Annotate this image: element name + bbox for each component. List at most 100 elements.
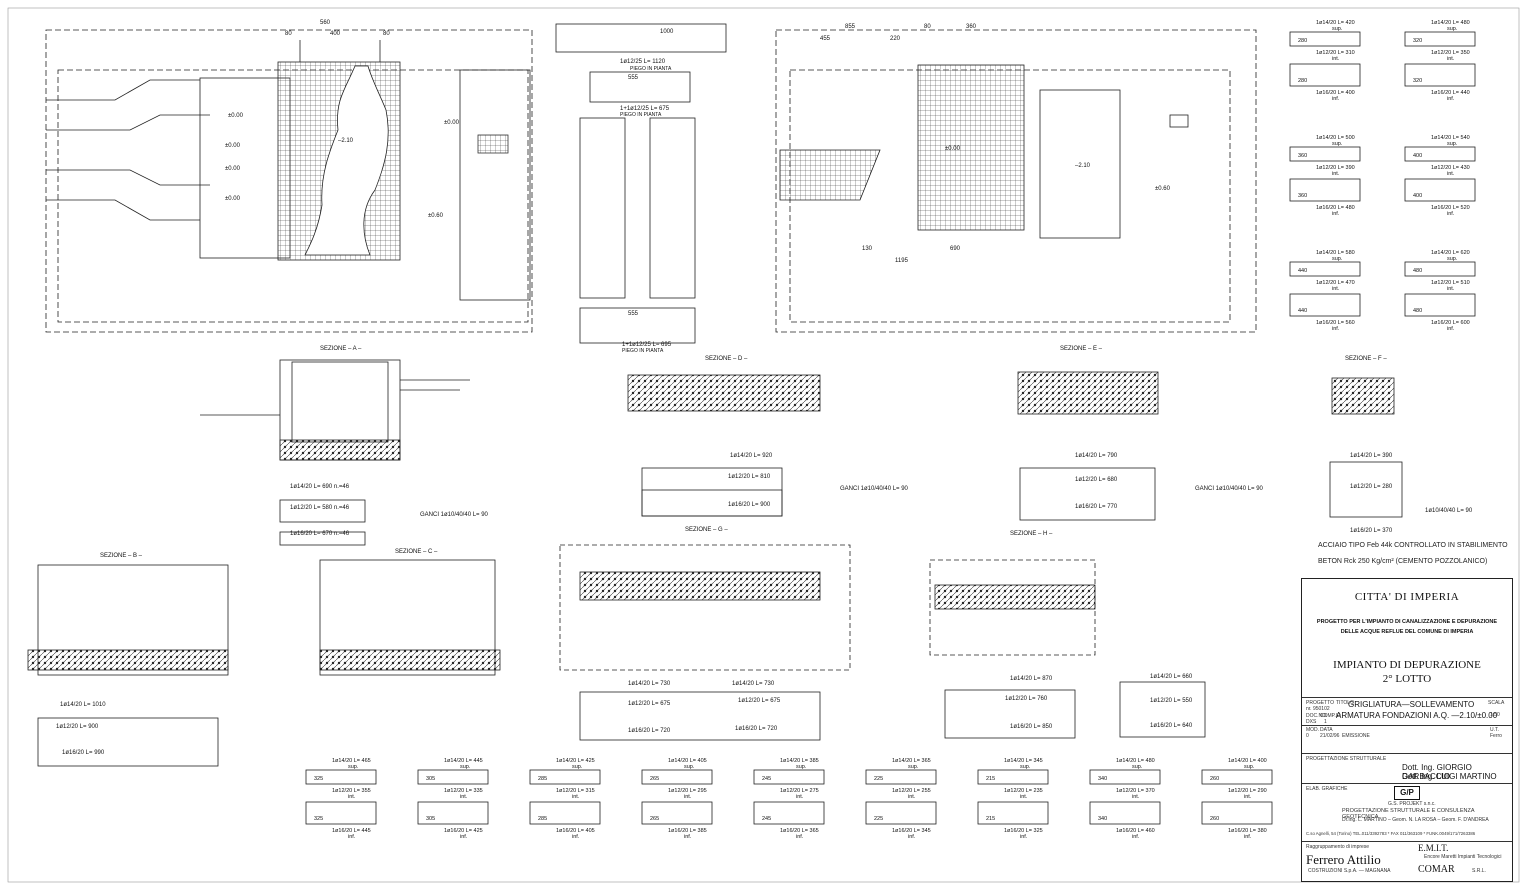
right-bar-shape-int-1 [1404, 63, 1476, 87]
top-130: 130 [862, 246, 873, 252]
sec-b-bar-1: 1ø14/20 L= 1010 [60, 702, 106, 708]
dim-560: 560 [320, 20, 331, 26]
title-block: CITTA' DI IMPERIA PROGETTO PER L'IMPIANT… [1301, 578, 1513, 882]
bottom-bar-w-sup-7: 340 [1098, 776, 1107, 782]
bottom-bar-shape-int-5 [865, 801, 937, 825]
bottom-bar-inf-0: 1ø16/20 L= 445 [332, 828, 371, 834]
lot-title: 2° LOTTO [1382, 673, 1432, 685]
bottom-bar-w-inf-3: 265 [650, 816, 659, 822]
firm-2: E.M.I.T. [1418, 843, 1449, 853]
right-bar-sup-tag-4: sup. [1332, 256, 1343, 262]
ut-value: Ferro [1490, 733, 1502, 739]
top-855: 855 [845, 24, 856, 30]
engineer-2: Dott. Ing. LUIGI MARTINO [1402, 772, 1497, 781]
sec-e-bar-2: 1ø12/20 L= 680 [1075, 477, 1118, 483]
bottom-bar-sup-tag-4: sup. [796, 764, 807, 770]
sec-d-bar-2: 1ø12/20 L= 810 [728, 474, 771, 480]
bottom-bar-shape-int-6 [977, 801, 1049, 825]
right-bar-sup-tag-3: sup. [1447, 141, 1458, 147]
mod-value: 0 [1306, 733, 1309, 739]
bottom-bar-shape-sup-1 [417, 769, 489, 785]
bottom-bar-w-sup-3: 265 [650, 776, 659, 782]
sec-e-bar-3: 1ø16/20 L= 770 [1075, 504, 1118, 510]
bottom-bar-shape-int-7 [1089, 801, 1161, 825]
right-bar-w-sup-3: 400 [1413, 153, 1422, 159]
bottom-bar-w-inf-4: 245 [762, 816, 771, 822]
section-e: SEZIONE – E – 1ø14/20 L= 790 1ø12/20 L= … [1017, 346, 1264, 521]
right-bar-sup-tag-5: sup. [1447, 256, 1458, 262]
right-bar-int-tag-1: int. [1447, 56, 1455, 62]
bottom-bar-shape-sup-2 [529, 769, 601, 785]
section-a: SEZIONE – A – SEZIONE – A – 1ø14/20 L= 6… [200, 346, 489, 546]
bottom-bar-shape-sup-8 [1201, 769, 1273, 785]
right-bar-inf-2: 1ø16/20 L= 480 [1316, 205, 1355, 211]
emissione-label: EMISSIONE [1342, 733, 1370, 739]
top-690: 690 [950, 246, 961, 252]
bottom-bar-sup-tag-1: sup. [460, 764, 471, 770]
right-bar-int-3: 1ø12/20 L= 430 [1431, 165, 1470, 171]
right-bar-int-4: 1ø12/20 L= 470 [1316, 280, 1355, 286]
firm-1-sub: COSTRUZIONI S.p.A. — MAGNANA [1308, 868, 1391, 874]
bottom-bar-shape-sup-4 [753, 769, 825, 785]
right-bar-w-sup-0: 280 [1298, 38, 1307, 44]
top-80: 80 [924, 24, 931, 30]
right-bar-sup-2: 1ø14/20 L= 500 [1316, 135, 1355, 141]
right-bar-sup-tag-2: sup. [1332, 141, 1343, 147]
sec-b-bar-3: 1ø16/20 L= 990 [62, 750, 105, 756]
bottom-bar-inf-tag-7: inf. [1132, 834, 1140, 840]
bottom-bar-sup-tag-3: sup. [684, 764, 695, 770]
bottom-bar-inf-tag-3: inf. [684, 834, 692, 840]
company-name: G.S. PROJEKT s.n.c. [1388, 801, 1436, 807]
bottom-bar-inf-4: 1ø16/20 L= 365 [780, 828, 819, 834]
bar-a1: 1ø12/25 L= 1120 [620, 59, 666, 65]
sec-h-bar-2: 1ø12/20 L= 760 [1005, 696, 1048, 702]
right-bar-w-inf-1: 320 [1413, 78, 1422, 84]
right-bar-int-1: 1ø12/20 L= 350 [1431, 50, 1470, 56]
right-bar-shape-sup-5 [1404, 261, 1476, 277]
bottom-bar-w-sup-6: 215 [986, 776, 995, 782]
sec-f-bar-3: 1ø16/20 L= 370 [1350, 528, 1393, 534]
section-g: SEZIONE – G – 1ø14/20 L= 730 1ø12/20 L= … [559, 527, 851, 741]
bottom-bar-inf-8: 1ø16/20 L= 380 [1228, 828, 1267, 834]
elev-plan-060: ±0.60 [428, 213, 444, 219]
right-bar-inf-tag-1: inf. [1447, 96, 1455, 102]
right-bar-inf-tag-2: inf. [1332, 211, 1340, 217]
bottom-bar-inf-3: 1ø16/20 L= 385 [668, 828, 707, 834]
compid-value: 1 [1324, 719, 1327, 725]
elev-plan-4: ±0.00 [225, 196, 241, 202]
dim-80a: 80 [285, 31, 292, 37]
center-elev-000: ±0.00 [945, 146, 961, 152]
sec-a-ganci: GANCI 1ø10/40/40 L= 90 [420, 512, 489, 518]
right-bar-w-inf-3: 400 [1413, 193, 1422, 199]
bottom-bar-sup-7: 1ø14/20 L= 480 [1116, 758, 1155, 764]
bottom-bar-sup-tag-0: sup. [348, 764, 359, 770]
section-a-title: SEZIONE – A – [320, 346, 362, 352]
bottom-bar-w-inf-1: 305 [426, 816, 435, 822]
scala-label: SCALA [1488, 700, 1505, 706]
bottom-bar-int-7: 1ø12/20 L= 370 [1116, 788, 1155, 794]
dim-80b: 80 [383, 31, 390, 37]
sec-h-bar-3: 1ø16/20 L= 850 [1010, 724, 1053, 730]
opening-cutout [304, 65, 389, 256]
right-bar-sup-tag-1: sup. [1447, 26, 1458, 32]
sec-g-bar-1: 1ø14/20 L= 730 [628, 681, 671, 687]
right-bar-int-0: 1ø12/20 L= 310 [1316, 50, 1355, 56]
right-bar-shape-sup-2 [1289, 146, 1361, 162]
right-bar-w-inf-0: 280 [1298, 78, 1307, 84]
bottom-bar-w-sup-1: 305 [426, 776, 435, 782]
right-bar-int-tag-4: int. [1332, 286, 1340, 292]
firm-1: Ferrero Attilio [1306, 852, 1381, 867]
right-bar-inf-tag-5: inf. [1447, 326, 1455, 332]
bottom-bar-sup-5: 1ø14/20 L= 365 [892, 758, 931, 764]
bottom-bar-int-tag-2: int. [572, 794, 580, 800]
concrete-note: BETON Rck 250 Kg/cm² (CEMENTO POZZOLANIC… [1318, 558, 1488, 565]
section-c-title: SEZIONE – C – [395, 549, 438, 555]
sec-f-bar-2: 1ø12/20 L= 280 [1350, 484, 1393, 490]
bottom-bar-int-6: 1ø12/20 L= 235 [1004, 788, 1043, 794]
bottom-bar-sup-6: 1ø14/20 L= 345 [1004, 758, 1043, 764]
right-bar-inf-tag-0: inf. [1332, 96, 1340, 102]
dim-555a: 555 [628, 75, 639, 81]
sec-h-bar-5: 1ø12/20 L= 550 [1150, 698, 1193, 704]
right-bar-w-sup-1: 320 [1413, 38, 1422, 44]
